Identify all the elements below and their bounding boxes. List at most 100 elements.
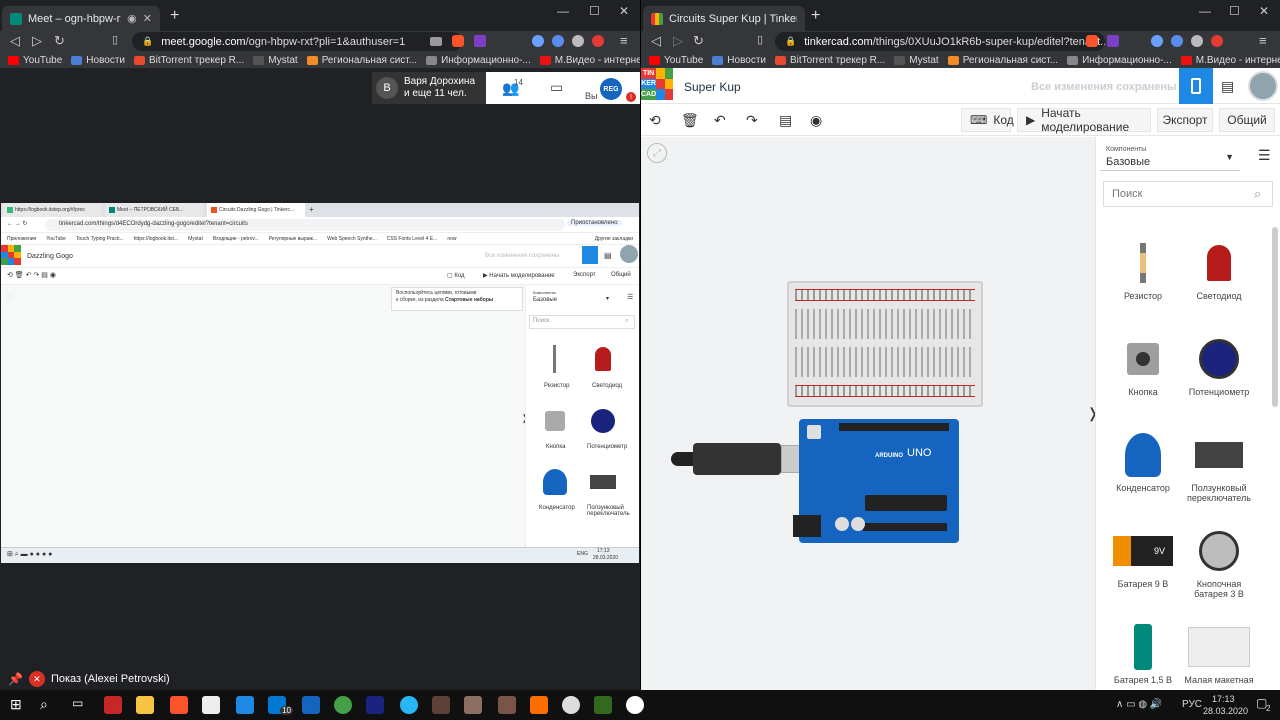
workplane[interactable]: ⤢ ARDUINO UNO ❭ bbox=[641, 137, 1099, 690]
tinkercad-logo[interactable]: TIN KER CAD bbox=[641, 68, 673, 100]
capacitor-icon[interactable] bbox=[543, 469, 567, 495]
window-close-icon[interactable]: ✕ bbox=[619, 4, 630, 18]
address-bar[interactable]: 🔒 meet.google.com/ogn-hbpw-rxt?pli=1&aut… bbox=[132, 32, 462, 51]
menu-icon[interactable]: ≡ bbox=[620, 33, 628, 48]
bookmark-item[interactable]: М.Видео - интерне... bbox=[1180, 55, 1280, 66]
extension-icon[interactable] bbox=[1171, 35, 1183, 47]
back-icon[interactable]: ◁ bbox=[651, 33, 661, 48]
list-icon[interactable]: ☰ bbox=[627, 294, 634, 301]
dreamweaver-icon[interactable] bbox=[594, 696, 612, 714]
profile-icon[interactable] bbox=[1211, 35, 1223, 47]
component-led[interactable]: Светодиод bbox=[1184, 235, 1254, 301]
redo-icon[interactable]: ↷ bbox=[746, 112, 758, 128]
components-select[interactable]: Компоненты Базовые ▼ bbox=[1100, 141, 1240, 171]
file-explorer-icon[interactable] bbox=[136, 696, 154, 714]
window-close-icon[interactable]: ✕ bbox=[1259, 4, 1270, 18]
close-icon[interactable]: ✕ bbox=[142, 13, 152, 25]
chat-icon[interactable]: ▭ bbox=[550, 79, 564, 95]
tinkercad-logo[interactable] bbox=[1, 245, 21, 265]
pin-icon[interactable]: 📌 bbox=[8, 672, 23, 686]
component-battery-aa[interactable]: Батарея 1,5 В bbox=[1108, 619, 1178, 685]
tab[interactable]: Circuits Dazzling Gogo | Tinkerc... bbox=[207, 203, 305, 217]
code-button[interactable]: ▢ Код bbox=[447, 273, 465, 279]
forward-icon[interactable]: ▷ bbox=[673, 33, 683, 48]
search-input[interactable] bbox=[1103, 181, 1273, 207]
whatsapp-icon[interactable] bbox=[334, 696, 352, 714]
extension-icon[interactable] bbox=[1151, 35, 1163, 47]
circuit-view-button[interactable] bbox=[582, 246, 598, 264]
forward-icon[interactable]: ▷ bbox=[32, 33, 42, 48]
delete-icon[interactable]: 🗑 bbox=[681, 112, 699, 128]
bookmark-item[interactable]: Новости bbox=[712, 55, 766, 66]
visibility-icon[interactable]: ◉ bbox=[810, 112, 823, 128]
component-slide-switch[interactable]: Ползунковый переключатель bbox=[1184, 427, 1254, 503]
rewards-icon[interactable] bbox=[1107, 35, 1119, 47]
photoshop-icon[interactable] bbox=[366, 696, 384, 714]
brave-icon[interactable] bbox=[1086, 35, 1098, 47]
resistor-icon[interactable] bbox=[553, 345, 556, 373]
list-icon[interactable]: ☰ bbox=[1258, 147, 1271, 163]
avatar[interactable] bbox=[620, 245, 638, 263]
task-view-icon[interactable]: ▭ bbox=[72, 696, 84, 710]
extension-icon[interactable] bbox=[1191, 35, 1203, 47]
fit-view-icon[interactable]: ◌ bbox=[6, 291, 12, 301]
component-potentiometer[interactable]: Потенциометр bbox=[1184, 331, 1254, 397]
avatar[interactable] bbox=[1248, 71, 1278, 101]
chevron-right-icon[interactable]: ❭ bbox=[1087, 405, 1099, 421]
notification-icon[interactable]: ▢ bbox=[1256, 696, 1268, 710]
app-icon[interactable] bbox=[432, 696, 450, 714]
component-button[interactable]: Кнопка bbox=[1108, 331, 1178, 397]
rewards-icon[interactable] bbox=[474, 35, 486, 47]
brave-icon[interactable] bbox=[170, 696, 188, 714]
profile-icon[interactable] bbox=[592, 35, 604, 47]
list-view-icon[interactable]: ▤ bbox=[604, 251, 612, 260]
back-icon[interactable]: ← → ↻ bbox=[7, 221, 28, 227]
bookmark-icon[interactable]: ▯ bbox=[112, 34, 119, 46]
tab[interactable]: Meet – ПЕТРОВСКИЙ СЕБ... bbox=[105, 203, 203, 217]
tab[interactable]: https://logbook.itstep.org/#/pres bbox=[3, 203, 101, 217]
telegram-icon[interactable] bbox=[400, 696, 418, 714]
potentiometer-icon[interactable] bbox=[591, 409, 615, 433]
tab-tinkercad[interactable]: Circuits Super Kup | Tinkercad bbox=[643, 6, 805, 31]
app-icon[interactable] bbox=[498, 696, 516, 714]
notes-icon[interactable]: ▤ bbox=[779, 112, 793, 128]
simulate-button[interactable]: ▶ Начать моделирование bbox=[483, 273, 555, 279]
design-title[interactable]: Super Kup bbox=[684, 80, 741, 94]
rotate-icon[interactable]: ⟲ bbox=[649, 112, 661, 128]
brave-icon[interactable] bbox=[452, 35, 464, 47]
minimize-icon[interactable]: — bbox=[1199, 4, 1211, 18]
bookmark-item[interactable]: YouTube bbox=[8, 55, 62, 66]
bookmark-item[interactable]: YouTube bbox=[649, 55, 703, 66]
new-tab-icon[interactable]: + bbox=[309, 205, 314, 214]
export-button[interactable]: Экспорт bbox=[1157, 108, 1213, 132]
component-small-breadboard[interactable]: Малая макетная bbox=[1184, 619, 1254, 685]
bookmark-icon[interactable]: ▯ bbox=[757, 34, 764, 46]
presenting-bar[interactable]: 📌 ✕ Показ (Alexei Petrovski) bbox=[8, 671, 170, 687]
people-icon[interactable]: 👥 bbox=[502, 80, 520, 96]
tab-meet[interactable]: Meet – ogn-hbpw-rxt ◉ ✕ bbox=[2, 6, 160, 31]
arduino-uno[interactable]: ARDUINO UNO bbox=[793, 419, 959, 543]
maximize-icon[interactable]: ☐ bbox=[1229, 4, 1240, 18]
start-icon[interactable]: ⊞ bbox=[10, 696, 22, 712]
app-icon[interactable] bbox=[562, 696, 580, 714]
extension-icon[interactable] bbox=[532, 35, 544, 47]
component-resistor[interactable]: Резистор bbox=[1108, 235, 1178, 301]
address-bar[interactable]: 🔒 tinkercad.com/things/0XUuJO1kR6b-super… bbox=[775, 32, 1105, 51]
code-button[interactable]: ⌨Код bbox=[961, 108, 1014, 132]
bookmark-item[interactable]: Mystat bbox=[253, 55, 298, 66]
bookmark-item[interactable]: Региональная сист... bbox=[947, 55, 1058, 66]
reset-button[interactable] bbox=[807, 425, 821, 439]
vim-icon[interactable] bbox=[302, 696, 320, 714]
component-coin-battery[interactable]: Кнопочная батарея 3 В bbox=[1184, 523, 1254, 599]
extension-icon[interactable] bbox=[572, 35, 584, 47]
component-list-icon[interactable]: ▤ bbox=[1221, 78, 1235, 94]
new-tab-icon[interactable]: + bbox=[170, 7, 180, 24]
back-icon[interactable]: ◁ bbox=[10, 33, 20, 48]
store-icon[interactable] bbox=[202, 696, 220, 714]
new-tab-icon[interactable]: + bbox=[811, 7, 821, 24]
app-icon[interactable] bbox=[236, 696, 254, 714]
reload-icon[interactable]: ↻ bbox=[693, 33, 704, 48]
bookmark-item[interactable]: BitTorrent трекер R... bbox=[775, 55, 885, 66]
menu-icon[interactable]: ≡ bbox=[1259, 33, 1267, 48]
